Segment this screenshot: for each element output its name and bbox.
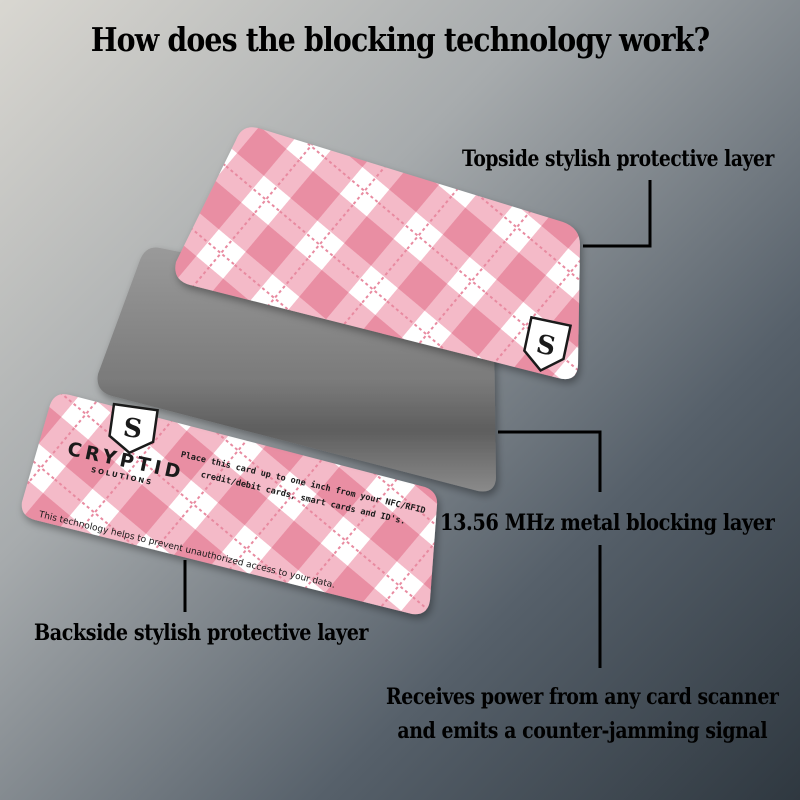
brand-logo-badge: S	[523, 315, 573, 372]
label-power-signal: Receives power from any card scanner and…	[386, 680, 779, 748]
svg-text:S: S	[121, 413, 144, 445]
label-power-line2: and emits a counter-jamming signal	[397, 718, 768, 744]
leader-line-metal	[498, 430, 602, 492]
leader-line-topside	[583, 180, 652, 248]
page-title: How does the blocking technology work?	[90, 20, 710, 59]
label-metal-layer: 13.56 MHz metal blocking layer	[440, 510, 775, 536]
brand-logo-badge: S	[108, 402, 159, 455]
label-power-line1: Receives power from any card scanner	[386, 684, 779, 710]
topside-card	[175, 127, 581, 380]
label-backside-layer: Backside stylish protective layer	[34, 620, 369, 646]
label-topside-layer: Topside stylish protective layer	[462, 146, 774, 172]
